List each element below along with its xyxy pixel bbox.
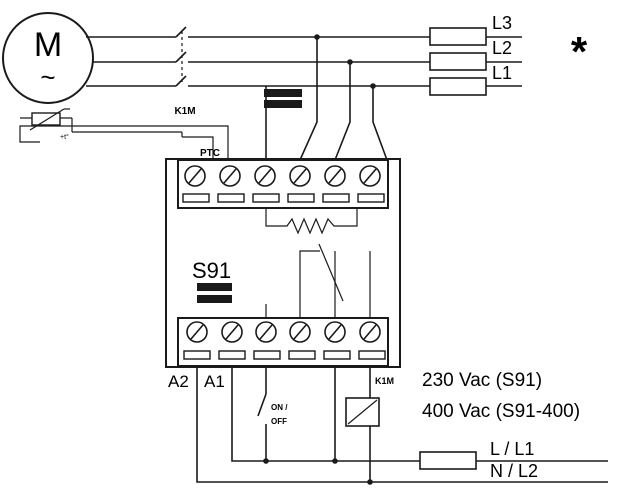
top-terminal-4[interactable]	[287, 165, 315, 203]
contactor-contacts	[175, 26, 430, 87]
motor-ac-symbol: ~	[40, 62, 55, 92]
ptc-terminal-label: PTC	[200, 148, 220, 159]
phase-junctions	[314, 34, 376, 89]
fuses	[429, 27, 522, 96]
bottom-terminal-2[interactable]	[218, 321, 246, 360]
terminal-label-a1: A1	[204, 372, 225, 391]
contactor-coil	[345, 397, 380, 427]
top-terminal-5[interactable]	[322, 165, 350, 203]
supply-label-n: N / L2	[490, 461, 538, 481]
terminal-label-a2: A2	[168, 372, 189, 391]
control-wiring	[196, 366, 608, 483]
asterisk-note: *	[571, 28, 588, 75]
phase-taps	[265, 37, 388, 161]
bottom-terminal-strip	[177, 317, 389, 367]
top-terminal-2[interactable]	[217, 165, 245, 203]
coil-label: K1M	[375, 376, 394, 386]
switch-label-on: ON /	[271, 403, 288, 412]
motor-supply-lines	[86, 36, 176, 87]
internal-relay-contact	[299, 243, 371, 318]
current-transformer	[264, 89, 302, 108]
top-terminal-6[interactable]	[357, 165, 385, 203]
motor-symbol: M ~	[2, 12, 94, 104]
sensor-temp-label: +t°	[60, 133, 69, 141]
top-terminal-1[interactable]	[182, 165, 210, 203]
ptc-sensor	[19, 108, 229, 160]
phase-label-l1: L1	[492, 63, 512, 83]
supply-label-l: L / L1	[490, 439, 534, 459]
contactor-label: K1M	[174, 106, 195, 117]
bottom-terminal-5[interactable]	[323, 321, 351, 360]
phase-label-l3: L3	[492, 13, 512, 33]
control-junctions	[263, 458, 373, 485]
voltage-note-s91: 230 Vac (S91)	[422, 370, 542, 391]
voltage-note-s91-400: 400 Vac (S91-400)	[422, 401, 580, 422]
internal-resistor	[265, 208, 358, 235]
phase-label-l2: L2	[492, 38, 512, 58]
bottom-terminal-4[interactable]	[288, 321, 316, 360]
motor-letter: M	[34, 26, 62, 64]
top-terminal-strip	[177, 159, 389, 209]
bottom-terminal-1[interactable]	[183, 321, 211, 360]
bottom-terminal-6[interactable]	[358, 321, 386, 360]
relay-indicator-block	[197, 283, 232, 303]
switch-label-off: OFF	[271, 417, 287, 426]
relay-name-label: S91	[192, 258, 231, 283]
bottom-terminal-3[interactable]	[253, 321, 281, 360]
top-terminal-3[interactable]	[252, 165, 280, 203]
